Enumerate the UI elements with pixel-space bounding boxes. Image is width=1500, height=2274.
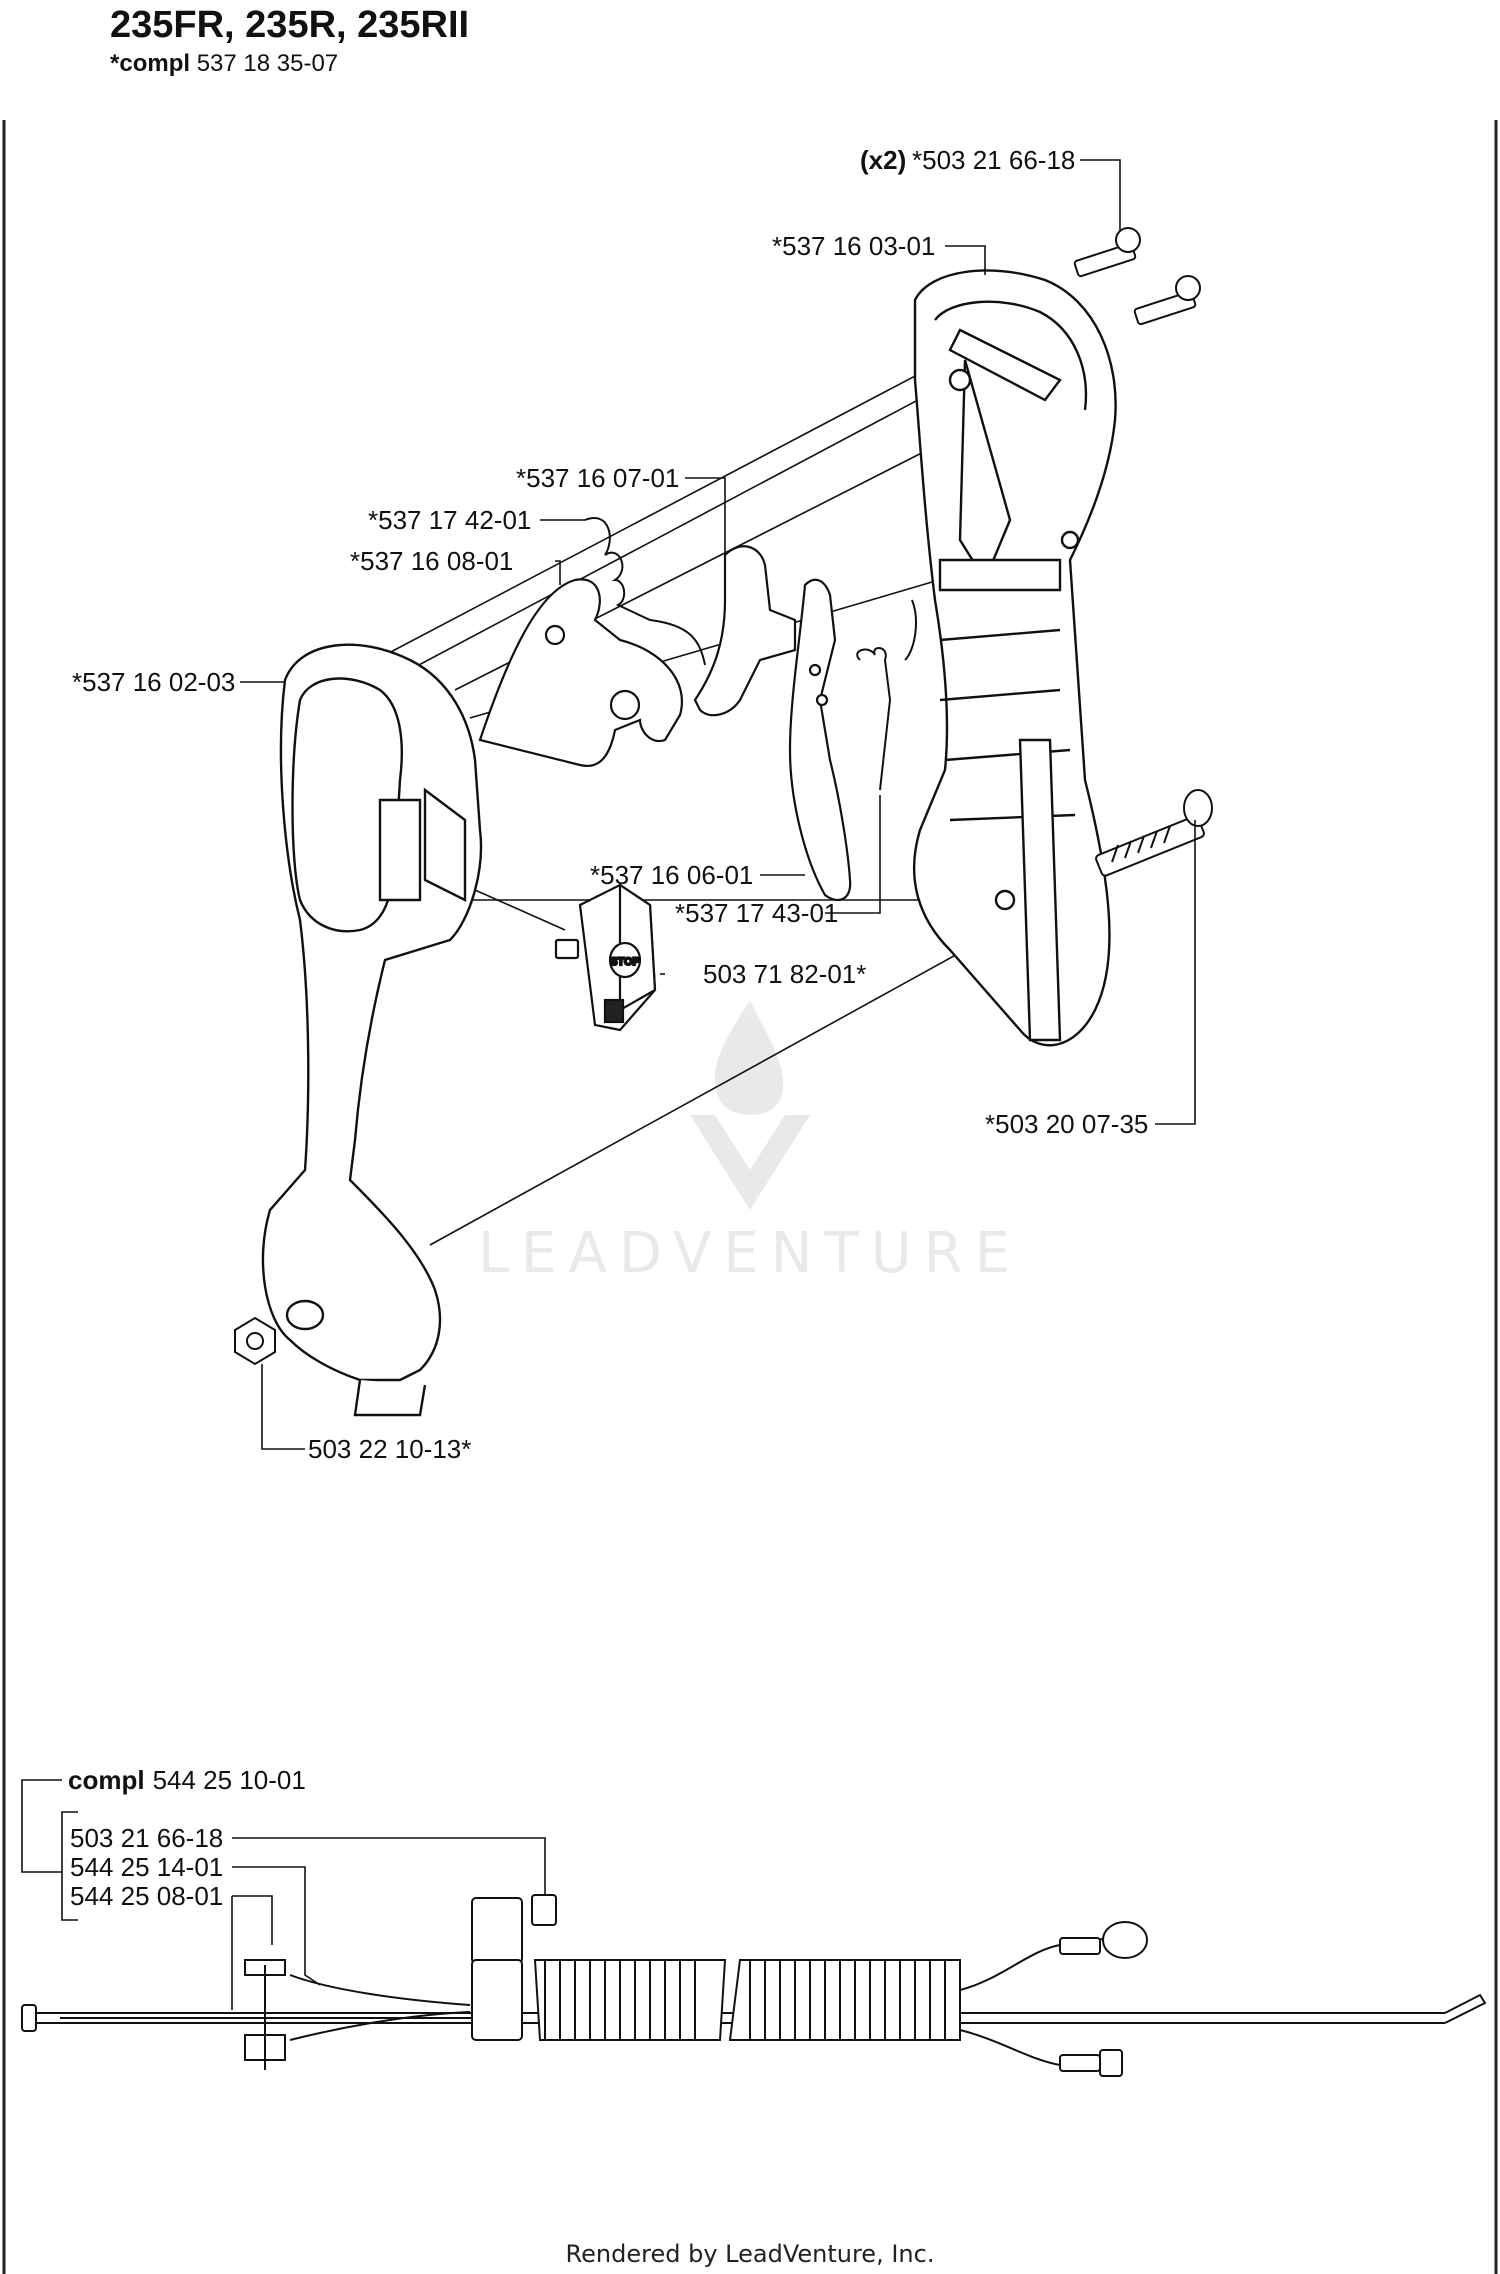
- watermark: LEADVENTURE: [478, 1000, 1022, 1286]
- watermark-v-icon: [690, 1115, 810, 1210]
- compl-number: 537 18 35-07: [196, 50, 339, 77]
- cable-item-3: 544 25 08-01: [70, 1881, 223, 1911]
- label-spring-lower: *537 17 43-01: [675, 898, 838, 928]
- throttle-lever: [693, 545, 797, 717]
- screws-pair: [1073, 227, 1201, 326]
- cable-item-2: 544 25 14-01: [70, 1852, 223, 1882]
- housing-left-half: [261, 643, 483, 1417]
- ring-terminal-icon: [1102, 1921, 1148, 1959]
- label-throttle-trigger: *537 16 06-01: [590, 860, 753, 890]
- label-housing-left: *537 16 02-03: [72, 667, 235, 697]
- cable-compl-number: 544 25 10-01: [153, 1765, 306, 1795]
- label-screws-qty: (x2): [860, 145, 906, 175]
- label-lever: *537 16 07-01: [516, 463, 679, 493]
- throttle-trigger: [788, 578, 852, 902]
- leader-lines: [240, 159, 1196, 1450]
- cable-compl-prefix: compl: [68, 1765, 145, 1795]
- lockout-lever: [478, 578, 683, 768]
- switch-stop-text: STOP: [610, 956, 640, 968]
- label-stop-switch: 503 71 82-01*: [703, 959, 866, 989]
- label-bolt: *503 20 07-35: [985, 1109, 1148, 1139]
- label-housing-right: *537 16 03-01: [772, 231, 935, 261]
- nut: [234, 1316, 276, 1366]
- label-screws: *503 21 66-18: [912, 145, 1075, 175]
- label-nut: 503 22 10-13*: [308, 1434, 471, 1464]
- spring-upper: [584, 517, 706, 666]
- model-title: 235FR, 235R, 235RII: [110, 4, 470, 46]
- spring-lower: [856, 599, 917, 791]
- footer-credit: Rendered by LeadVenture, Inc.: [565, 2240, 935, 2268]
- cable-compl-label: compl 544 25 10-01: [68, 1765, 306, 1795]
- stop-switch: STOP: [554, 882, 657, 1032]
- compl-prefix: *compl: [110, 50, 191, 77]
- watermark-text: LEADVENTURE: [478, 1221, 1022, 1286]
- label-spring-upper: *537 17 42-01: [368, 505, 531, 535]
- housing-right-half: [912, 269, 1117, 1047]
- cable-group-brackets: [21, 1779, 546, 2010]
- page-border: [2, 120, 1498, 2274]
- watermark-flame-icon: [714, 1000, 784, 1115]
- label-lockout: *537 16 08-01: [350, 546, 513, 576]
- throttle-cable-assembly: [21, 1894, 1487, 2077]
- stop-button-icon: [608, 941, 642, 979]
- bolt: [1095, 789, 1213, 877]
- cable-item-1: 503 21 66-18: [70, 1823, 223, 1853]
- compl-assembly-number: *compl 537 18 35-07: [110, 50, 338, 78]
